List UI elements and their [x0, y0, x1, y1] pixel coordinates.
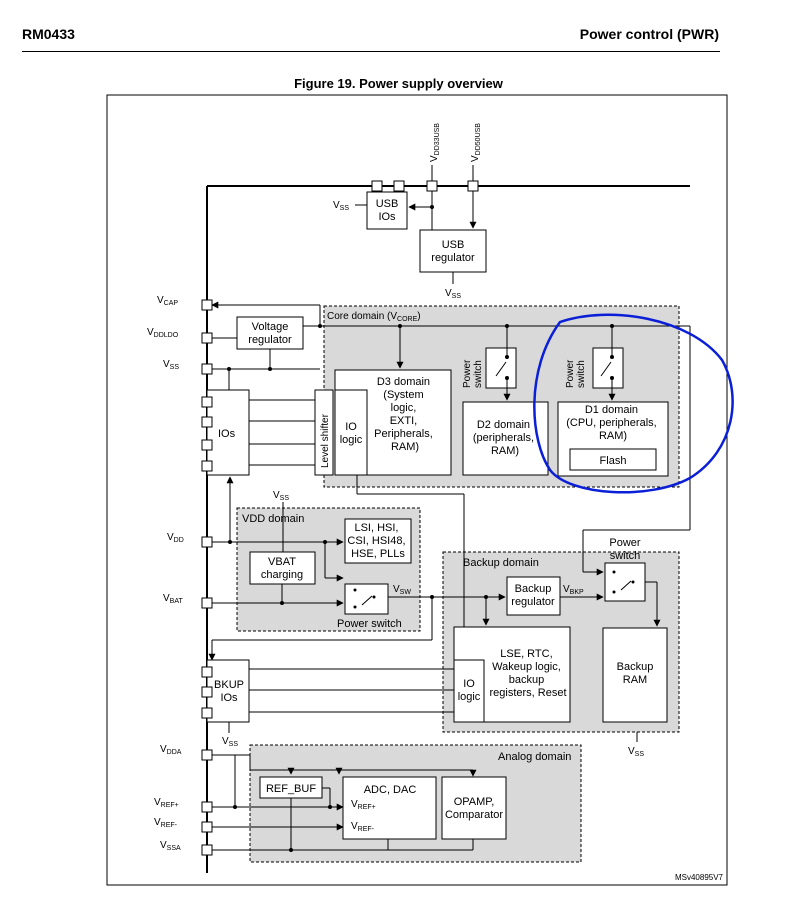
pad-vcap — [201, 299, 213, 311]
figure-frame — [106, 94, 728, 886]
d3-io-logic-block — [334, 389, 368, 476]
vdd-power-switch-block — [344, 583, 389, 615]
bkup-ios-block — [206, 659, 250, 723]
pin-vddldo-label: VDDLDO — [147, 327, 179, 339]
backup-power-switch-block — [604, 562, 646, 602]
adc-vrefp-label: VREF+ — [351, 799, 376, 811]
pin-vrefp-label: VREF+ — [154, 797, 179, 809]
vsw-label: VSW — [393, 584, 411, 596]
pad-vrefm — [201, 821, 213, 833]
adc-vrefm-label: VREF- — [351, 821, 375, 833]
annotation-circle — [533, 313, 734, 494]
pin-vcap-label: VCAP — [157, 295, 178, 307]
level-shifter-block — [314, 389, 334, 476]
pad-vdda — [201, 749, 213, 761]
opamp-block — [441, 776, 507, 840]
vss-usbreg-label: VSS — [445, 288, 461, 300]
vss-backup-label: VSS — [628, 746, 644, 758]
vss-vdd-label: VSS — [273, 490, 289, 502]
pin-vdd33usb-label: VDD33USB — [429, 123, 441, 162]
pad-vrefp — [201, 801, 213, 813]
backup-domain-label: Backup domain — [463, 557, 539, 569]
header-rule — [22, 51, 720, 52]
vdd-power-switch-label: Power switch — [337, 618, 402, 630]
d2-power-switch-label: Powerswitch — [462, 359, 484, 388]
backup-regulator-block — [506, 576, 561, 616]
pin-vdd50usb-label: VDD50USB — [470, 123, 482, 162]
backup-ram-block — [602, 627, 668, 723]
backup-io-logic-block — [453, 659, 485, 723]
voltage-regulator-block — [236, 316, 304, 350]
adc-dac-label: ADC, DAC — [364, 784, 417, 796]
pad-vdd33usb — [426, 180, 438, 192]
d3-domain-label: D3 domain (System logic, EXTI, Periphera… — [374, 376, 436, 453]
core-domain-label: Core domain (VCORE) — [327, 311, 421, 323]
pin-vrefm-label: VREF- — [154, 817, 178, 829]
usb-regulator-block — [419, 229, 487, 273]
pin-vdd-label: VDD — [167, 532, 184, 544]
pad-vss — [201, 363, 213, 375]
d2-domain-label: D2 domain (peripherals, RAM) — [473, 419, 537, 457]
d1-domain-label: D1 domain (CPU, peripherals, RAM) — [566, 404, 660, 442]
lse-rtc-label: LSE, RTC, Wakeup logic, backup registers… — [489, 648, 566, 699]
pad-vssa — [201, 844, 213, 856]
oscillators-label: LSI, HSI, CSI, HSI48, HSE, PLLs — [347, 522, 408, 560]
level-shifter-label: Level shifter — [320, 413, 331, 468]
section-title: Power control (PWR) — [579, 26, 719, 42]
adc-dac-block — [342, 776, 437, 840]
figure-ref: MSv40895V7 — [675, 873, 724, 882]
ref-buf-label: REF_BUF — [266, 783, 316, 795]
pin-vss-label: VSS — [163, 359, 179, 371]
pad-usb-1 — [371, 180, 383, 192]
pad-usb-2 — [393, 180, 405, 192]
ios-label: IOs — [218, 428, 236, 440]
flash-block — [569, 448, 657, 471]
vss-usb-label: VSS — [333, 200, 349, 212]
pad-vdd50usb — [467, 180, 479, 192]
vdd-domain-label: VDD domain — [242, 513, 304, 525]
pad-vbat — [201, 597, 213, 609]
vss-bkup-label: VSS — [222, 736, 238, 748]
usb-ios-block — [366, 191, 408, 230]
oscillators-block — [344, 518, 412, 564]
d1-power-switch-block — [592, 347, 624, 389]
pin-vssa-label: VSSA — [160, 840, 181, 852]
analog-domain-label: Analog domain — [498, 751, 571, 763]
d1-power-switch-label: Powerswitch — [565, 359, 587, 388]
flash-label: Flash — [600, 455, 627, 467]
vbkp-label: VBKP — [563, 584, 584, 596]
vbat-charging-block — [249, 551, 316, 585]
pad-vdd — [201, 536, 213, 548]
pin-vbat-label: VBAT — [163, 593, 183, 605]
figure-title: Figure 19. Power supply overview — [294, 76, 503, 91]
pin-vdda-label: VDDA — [160, 744, 182, 756]
document-id: RM0433 — [22, 26, 75, 42]
pad-vddldo — [201, 332, 213, 344]
ios-block — [206, 389, 250, 476]
d2-power-switch-block — [485, 347, 517, 389]
opamp-label: OPAMP,Comparator — [445, 796, 503, 821]
